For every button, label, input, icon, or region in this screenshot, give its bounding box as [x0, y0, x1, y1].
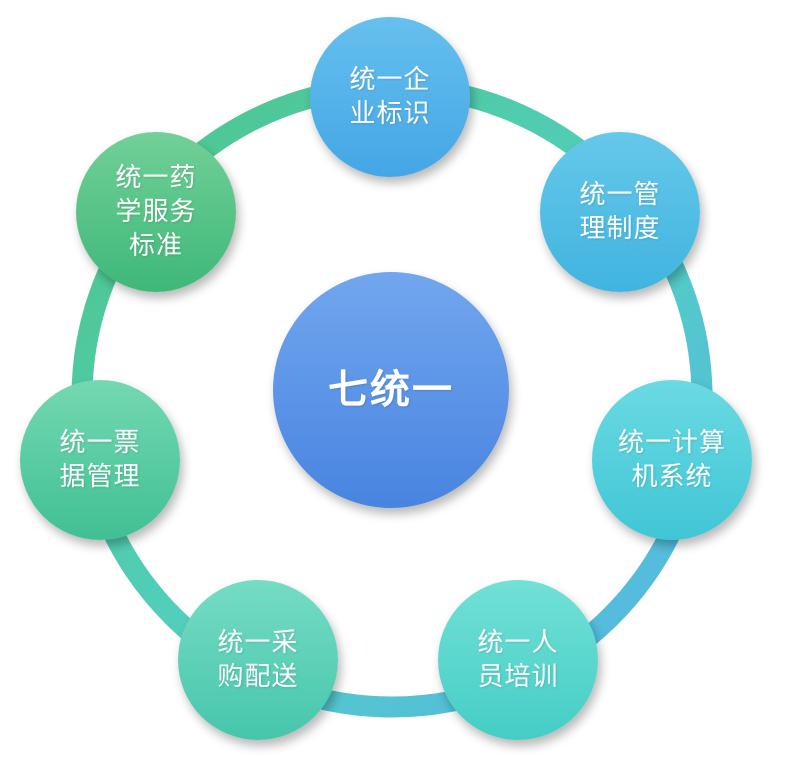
node-label: 统一采 购配送 [217, 628, 299, 692]
node-procurement-delivery: 统一采 购配送 [178, 580, 338, 740]
node-label: 统一管 理制度 [579, 180, 661, 244]
node-invoice-management: 统一票 据管理 [20, 380, 180, 540]
node-label: 统一人 员培训 [477, 628, 559, 692]
node-pharmacy-service-standard: 统一药 学服务 标准 [76, 132, 236, 292]
node-staff-training: 统一人 员培训 [438, 580, 598, 740]
node-label: 统一计算 机系统 [617, 428, 726, 492]
node-label: 统一药 学服务 标准 [115, 163, 197, 261]
node-computer-system: 统一计算 机系统 [592, 380, 752, 540]
node-label: 统一票 据管理 [59, 428, 141, 492]
center-label: 七统一 [328, 367, 454, 413]
node-management-system: 统一管 理制度 [540, 132, 700, 292]
node-corporate-identity: 统一企 业标识 [310, 17, 470, 177]
node-label: 统一企 业标识 [349, 65, 431, 129]
center-node-seven-unifications: 七统一 [273, 272, 509, 508]
